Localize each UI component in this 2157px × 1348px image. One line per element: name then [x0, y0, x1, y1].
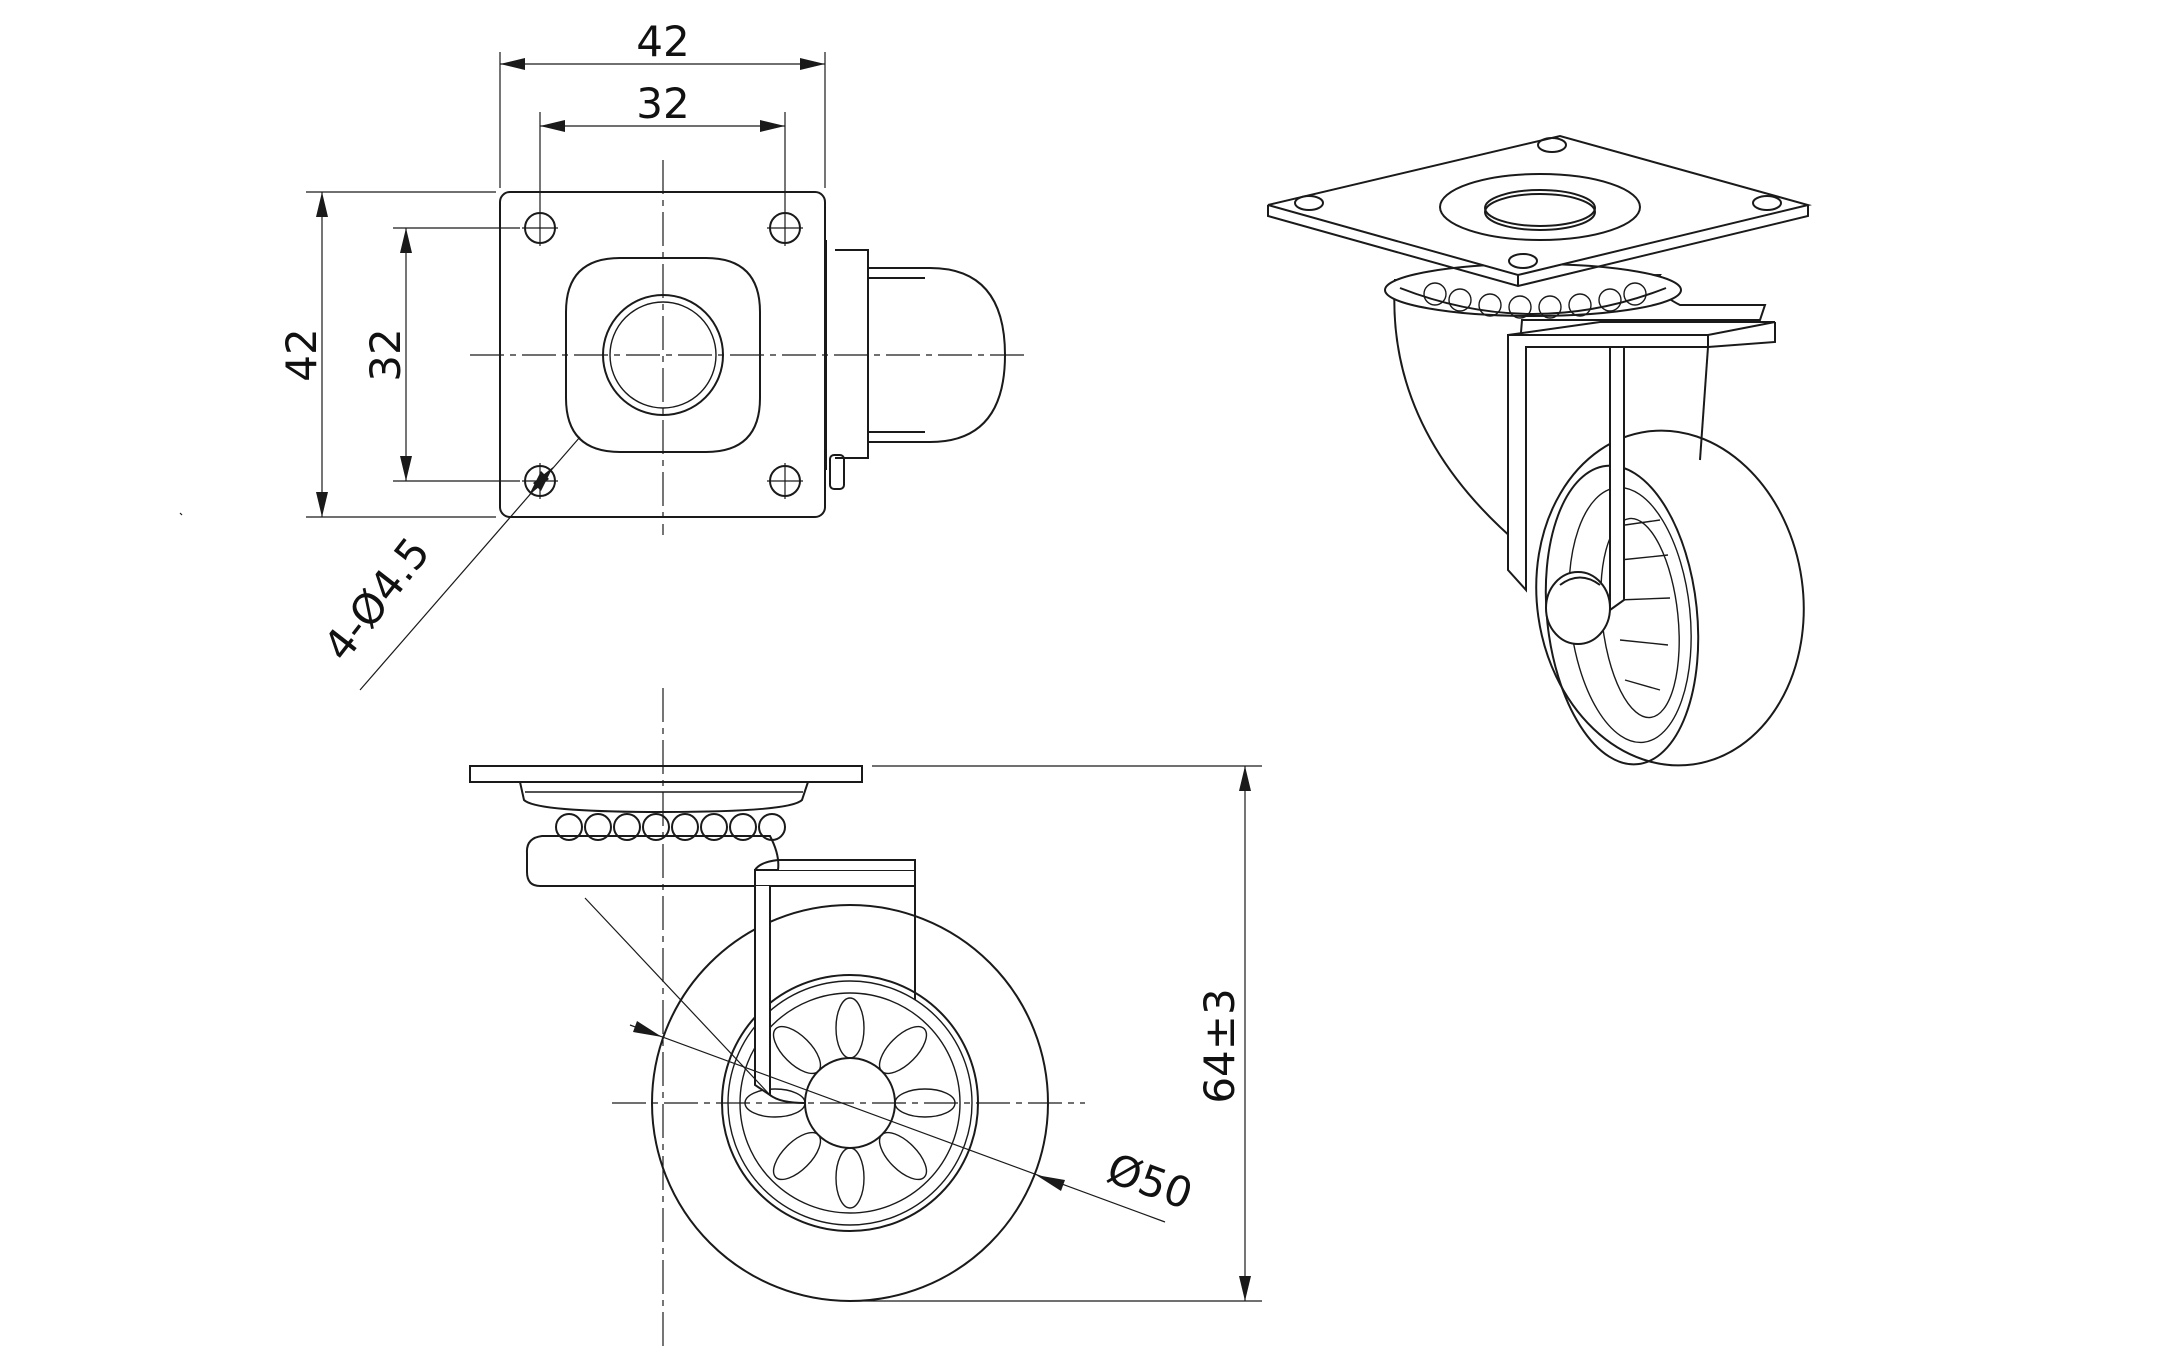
iso-wheel-spokes — [1617, 519, 1671, 691]
top-plate-outline — [499, 191, 826, 518]
dim-hole-diameter: 4-Ø4.5 — [314, 436, 581, 691]
side-view-raceway — [518, 781, 810, 814]
iso-fork — [1507, 321, 1776, 612]
top-plate-boss — [565, 257, 761, 453]
dim-plate-width: 42 — [499, 17, 826, 188]
dim-overall-height-label: 64±3 — [1195, 988, 1244, 1103]
dim-hole-spacing-x: 32 — [539, 79, 786, 210]
dim-plate-width-label: 42 — [636, 17, 689, 66]
side-view: Ø50 64±3 — [469, 688, 1262, 1348]
top-view-wheel-housing — [825, 240, 1007, 490]
dim-wheel-diameter-label: Ø50 — [1101, 1144, 1199, 1220]
side-view-bearings — [555, 813, 786, 841]
stray-mark — [179, 512, 183, 516]
side-view-fork — [754, 859, 916, 1104]
dim-hole-spacing-y-label: 32 — [361, 328, 410, 381]
dim-hole-spacing-x-label: 32 — [636, 79, 689, 128]
dim-hole-spacing-y: 32 — [361, 227, 520, 482]
dim-hole-diameter-label: 4-Ø4.5 — [314, 528, 440, 670]
side-view-bracket — [525, 835, 780, 887]
iso-bearing-ring — [1384, 263, 1682, 319]
dim-plate-height: 42 — [277, 191, 496, 518]
dim-overall-height: 64±3 — [850, 765, 1262, 1302]
side-view-wheel — [612, 904, 1085, 1302]
iso-axle-cap — [1545, 571, 1611, 645]
top-view: 42 32 42 32 — [277, 17, 1025, 691]
iso-top-plate — [1267, 134, 1812, 288]
isometric-view — [1267, 134, 1812, 767]
dim-plate-height-label: 42 — [277, 328, 326, 381]
side-view-plate — [469, 765, 863, 783]
